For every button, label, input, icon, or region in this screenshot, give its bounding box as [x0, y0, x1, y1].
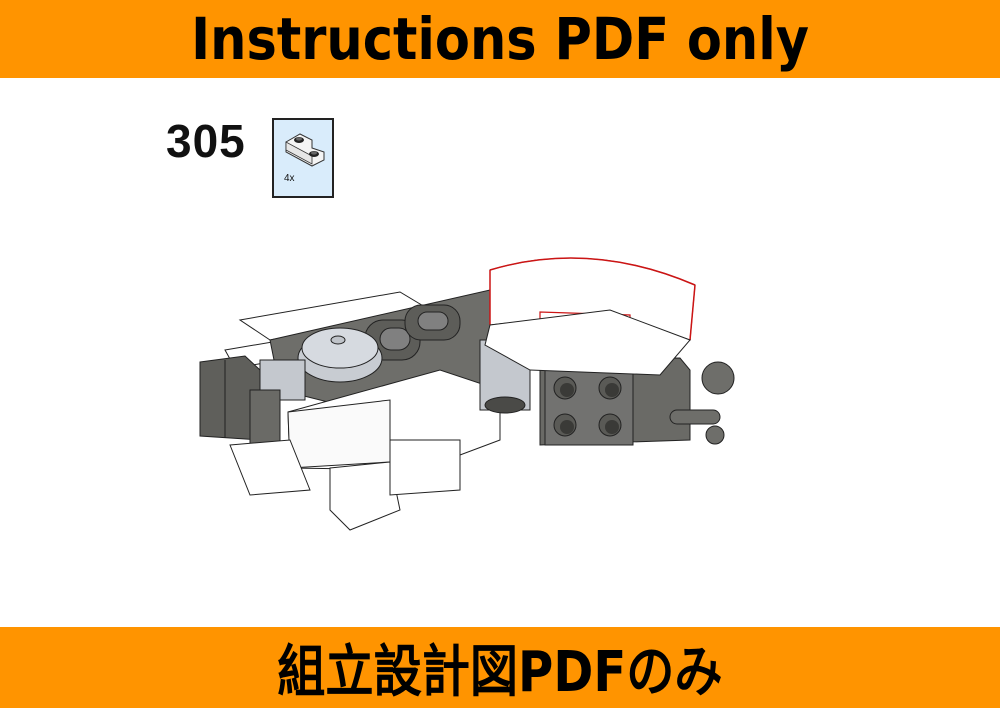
footer-banner: 組立設計図PDFのみ: [0, 627, 1000, 708]
model-illustration: [199, 257, 735, 531]
brick-part-icon: [285, 133, 325, 167]
step-number: 305: [166, 115, 246, 167]
header-banner: Instructions PDF only: [0, 0, 1000, 78]
parts-callout: 4x: [272, 118, 334, 198]
footer-title: 組立設計図PDFのみ: [277, 640, 723, 705]
parts-quantity: 4x: [284, 173, 295, 184]
header-title: Instructions PDF only: [191, 5, 809, 73]
